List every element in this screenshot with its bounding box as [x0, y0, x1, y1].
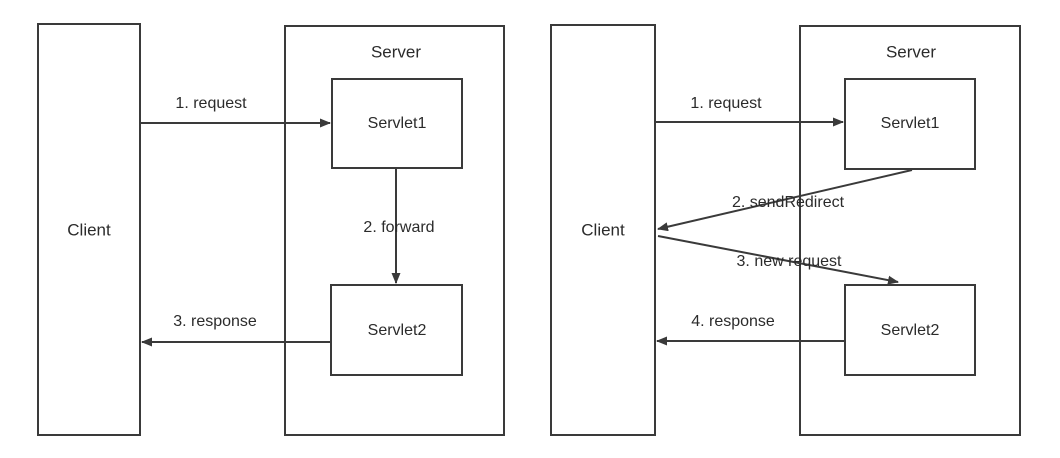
right-server-label: Server [885, 42, 937, 62]
left-servlet2-box [330, 284, 463, 376]
left-server-box [284, 25, 505, 436]
left-server-label: Server [370, 42, 422, 62]
left-client-label: Client [67, 220, 111, 240]
right-arrow-label-2-sendredirect: 2. sendRedirect [731, 194, 845, 211]
left-servlet2-label: Servlet2 [367, 322, 427, 339]
right-arrow-label-3-new-request: 3. new request [736, 253, 842, 270]
right-arrow-label-1-request: 1. request [690, 95, 762, 112]
left-arrow-label-1-request: 1. request [175, 95, 247, 112]
right-server-box [799, 25, 1021, 436]
left-arrow-label-3-response: 3. response [173, 313, 257, 330]
right-servlet1-box [844, 78, 976, 170]
left-servlet1-label: Servlet1 [367, 115, 427, 132]
right-arrow-3-new-request [657, 235, 899, 285]
left-arrow-label-2-forward: 2. forward [363, 219, 435, 236]
right-client-label: Client [581, 220, 625, 240]
right-servlet2-box [844, 284, 976, 376]
right-servlet2-label: Servlet2 [880, 322, 940, 339]
right-servlet1-label: Servlet1 [880, 115, 940, 132]
right-arrow-2-sendredirect [657, 169, 913, 232]
left-client-box [37, 23, 141, 436]
right-arrow-label-4-response: 4. response [691, 313, 775, 330]
right-client-box [550, 24, 656, 436]
